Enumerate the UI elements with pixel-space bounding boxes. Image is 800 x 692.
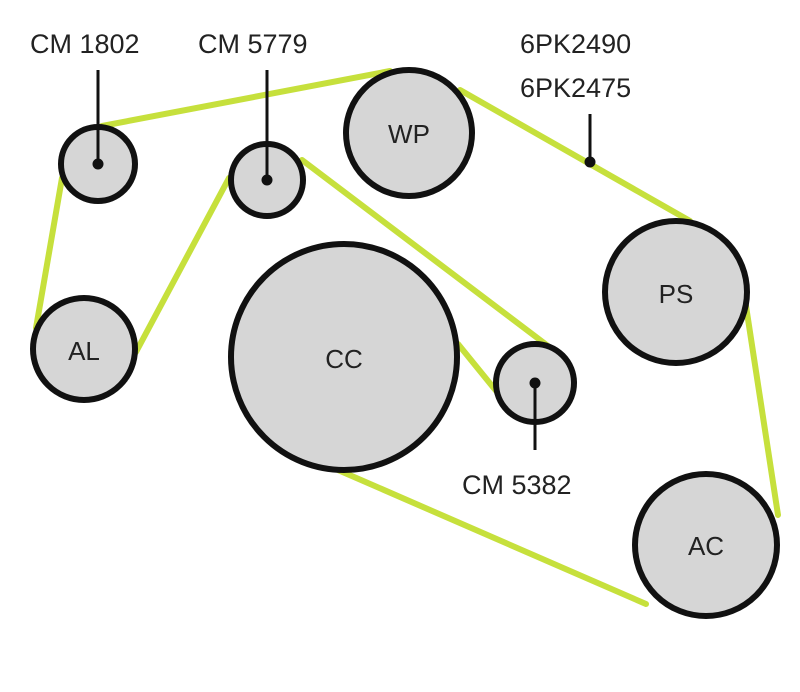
pulley-label-ac: AC bbox=[688, 531, 724, 561]
pulley-ps bbox=[602, 218, 750, 366]
label-cm5779: CM 5779 bbox=[198, 29, 308, 59]
pointer-dot bbox=[261, 174, 273, 186]
label-belt-6pk2475: 6PK2475 bbox=[520, 73, 631, 103]
belt-segment bbox=[455, 341, 500, 395]
pulley-al bbox=[30, 295, 138, 403]
pulley-label-cc: CC bbox=[325, 344, 363, 374]
label-belt-6pk2490: 6PK2490 bbox=[520, 29, 631, 59]
belt-segment bbox=[99, 68, 393, 129]
pointer-dot bbox=[584, 156, 596, 168]
belt-segment bbox=[299, 157, 551, 349]
pointer-dot bbox=[529, 377, 541, 389]
pointer-dot bbox=[92, 158, 104, 170]
pulley-label-al: AL bbox=[68, 336, 100, 366]
belt-segment bbox=[133, 175, 232, 355]
label-cm5382: CM 5382 bbox=[462, 470, 572, 500]
pulley-label-wp: WP bbox=[388, 119, 430, 149]
pulley-cc bbox=[228, 241, 460, 473]
pulley-label-ps: PS bbox=[659, 279, 694, 309]
belt-segment bbox=[33, 175, 65, 331]
belt bbox=[33, 68, 781, 607]
pulley-ac bbox=[632, 471, 780, 619]
label-cm1802: CM 1802 bbox=[30, 29, 140, 59]
belt-segment bbox=[743, 303, 781, 518]
pulley-wp bbox=[343, 67, 475, 199]
belt-segment bbox=[335, 467, 649, 607]
belt-segment bbox=[457, 87, 693, 224]
